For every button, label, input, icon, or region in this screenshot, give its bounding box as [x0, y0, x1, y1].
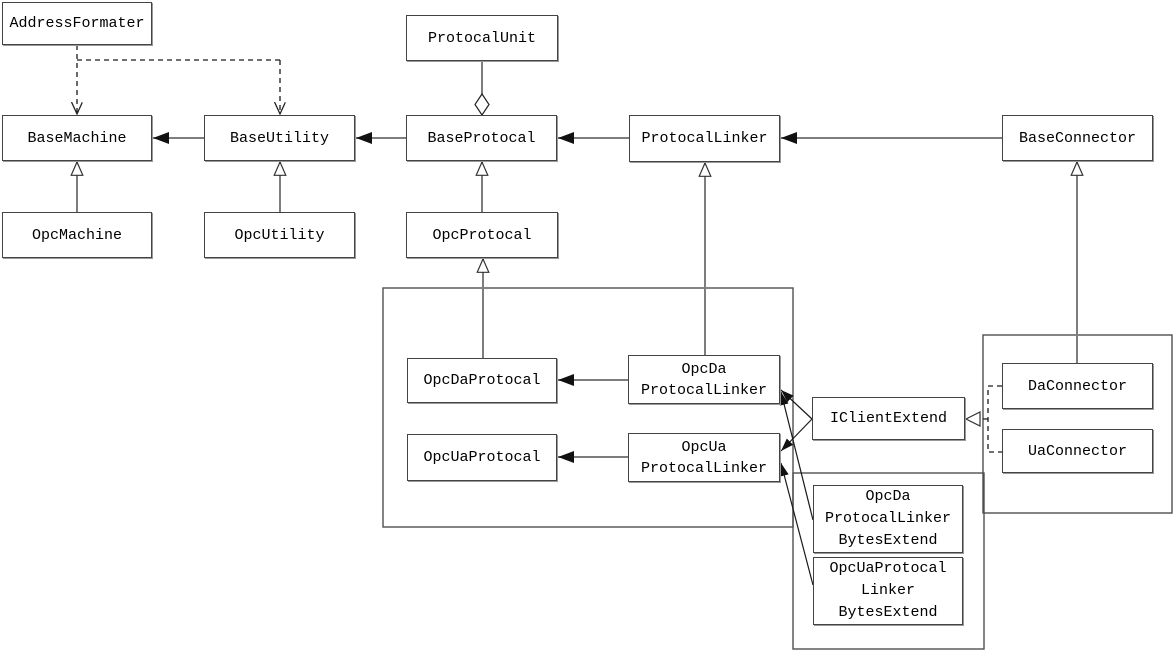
inheritance-edges: [77, 162, 1077, 363]
class-box-address-formater: AddressFormater: [2, 2, 152, 45]
container-opc-protocol-group: [382, 287, 794, 528]
edge-iclientextend-opcualinker: [780, 418, 813, 452]
class-box-base-protocal: BaseProtocal: [406, 115, 557, 161]
class-box-da-connector: DaConnector: [1002, 363, 1153, 409]
class-box-protocal-unit: ProtocalUnit: [406, 15, 558, 61]
class-box-i-client-extend: IClientExtend: [812, 397, 965, 440]
edge-connectors-dashed-spine: [981, 385, 1002, 453]
aggregation-diamond: [474, 92, 490, 117]
class-box-opc-da-protocal-linker: OpcDa ProtocalLinker: [628, 355, 780, 404]
realization-edges: [964, 385, 1002, 453]
group-containers: [382, 287, 1173, 650]
dependency-edges: [77, 45, 280, 114]
class-box-opc-da-protocal-linker-bytes-extend: OpcDa ProtocalLinker BytesExtend: [813, 485, 963, 553]
class-box-ua-connector: UaConnector: [1002, 429, 1153, 473]
class-box-base-utility: BaseUtility: [204, 115, 355, 161]
class-box-opc-ua-protocal-linker-bytes-extend: OpcUaProtocal Linker BytesExtend: [813, 557, 963, 625]
aggregation-edge-protocalunit-baseprotocal: [474, 61, 490, 117]
edge-iclientextend-opcdalinker: [780, 389, 813, 420]
class-box-protocal-linker: ProtocalLinker: [629, 115, 780, 162]
class-box-base-connector: BaseConnector: [1002, 115, 1153, 161]
class-box-opc-da-protocal: OpcDaProtocal: [407, 358, 557, 403]
edge-opcuabytes-opcualinker: [779, 462, 814, 586]
class-box-opc-utility: OpcUtility: [204, 212, 355, 258]
class-box-opc-ua-protocal: OpcUaProtocal: [407, 434, 557, 481]
container-bytes-extend-group: [792, 472, 985, 650]
realization-hollow-arrow: [964, 411, 981, 427]
class-box-opc-protocal: OpcProtocal: [406, 212, 558, 258]
edge-opcdabytes-opcdalinker: [779, 391, 814, 521]
class-box-opc-ua-protocal-linker: OpcUa ProtocalLinker: [628, 433, 780, 482]
class-box-opc-machine: OpcMachine: [2, 212, 152, 258]
class-box-base-machine: BaseMachine: [2, 115, 152, 161]
diagonal-edges: [779, 389, 814, 586]
association-edges: [153, 132, 1002, 463]
